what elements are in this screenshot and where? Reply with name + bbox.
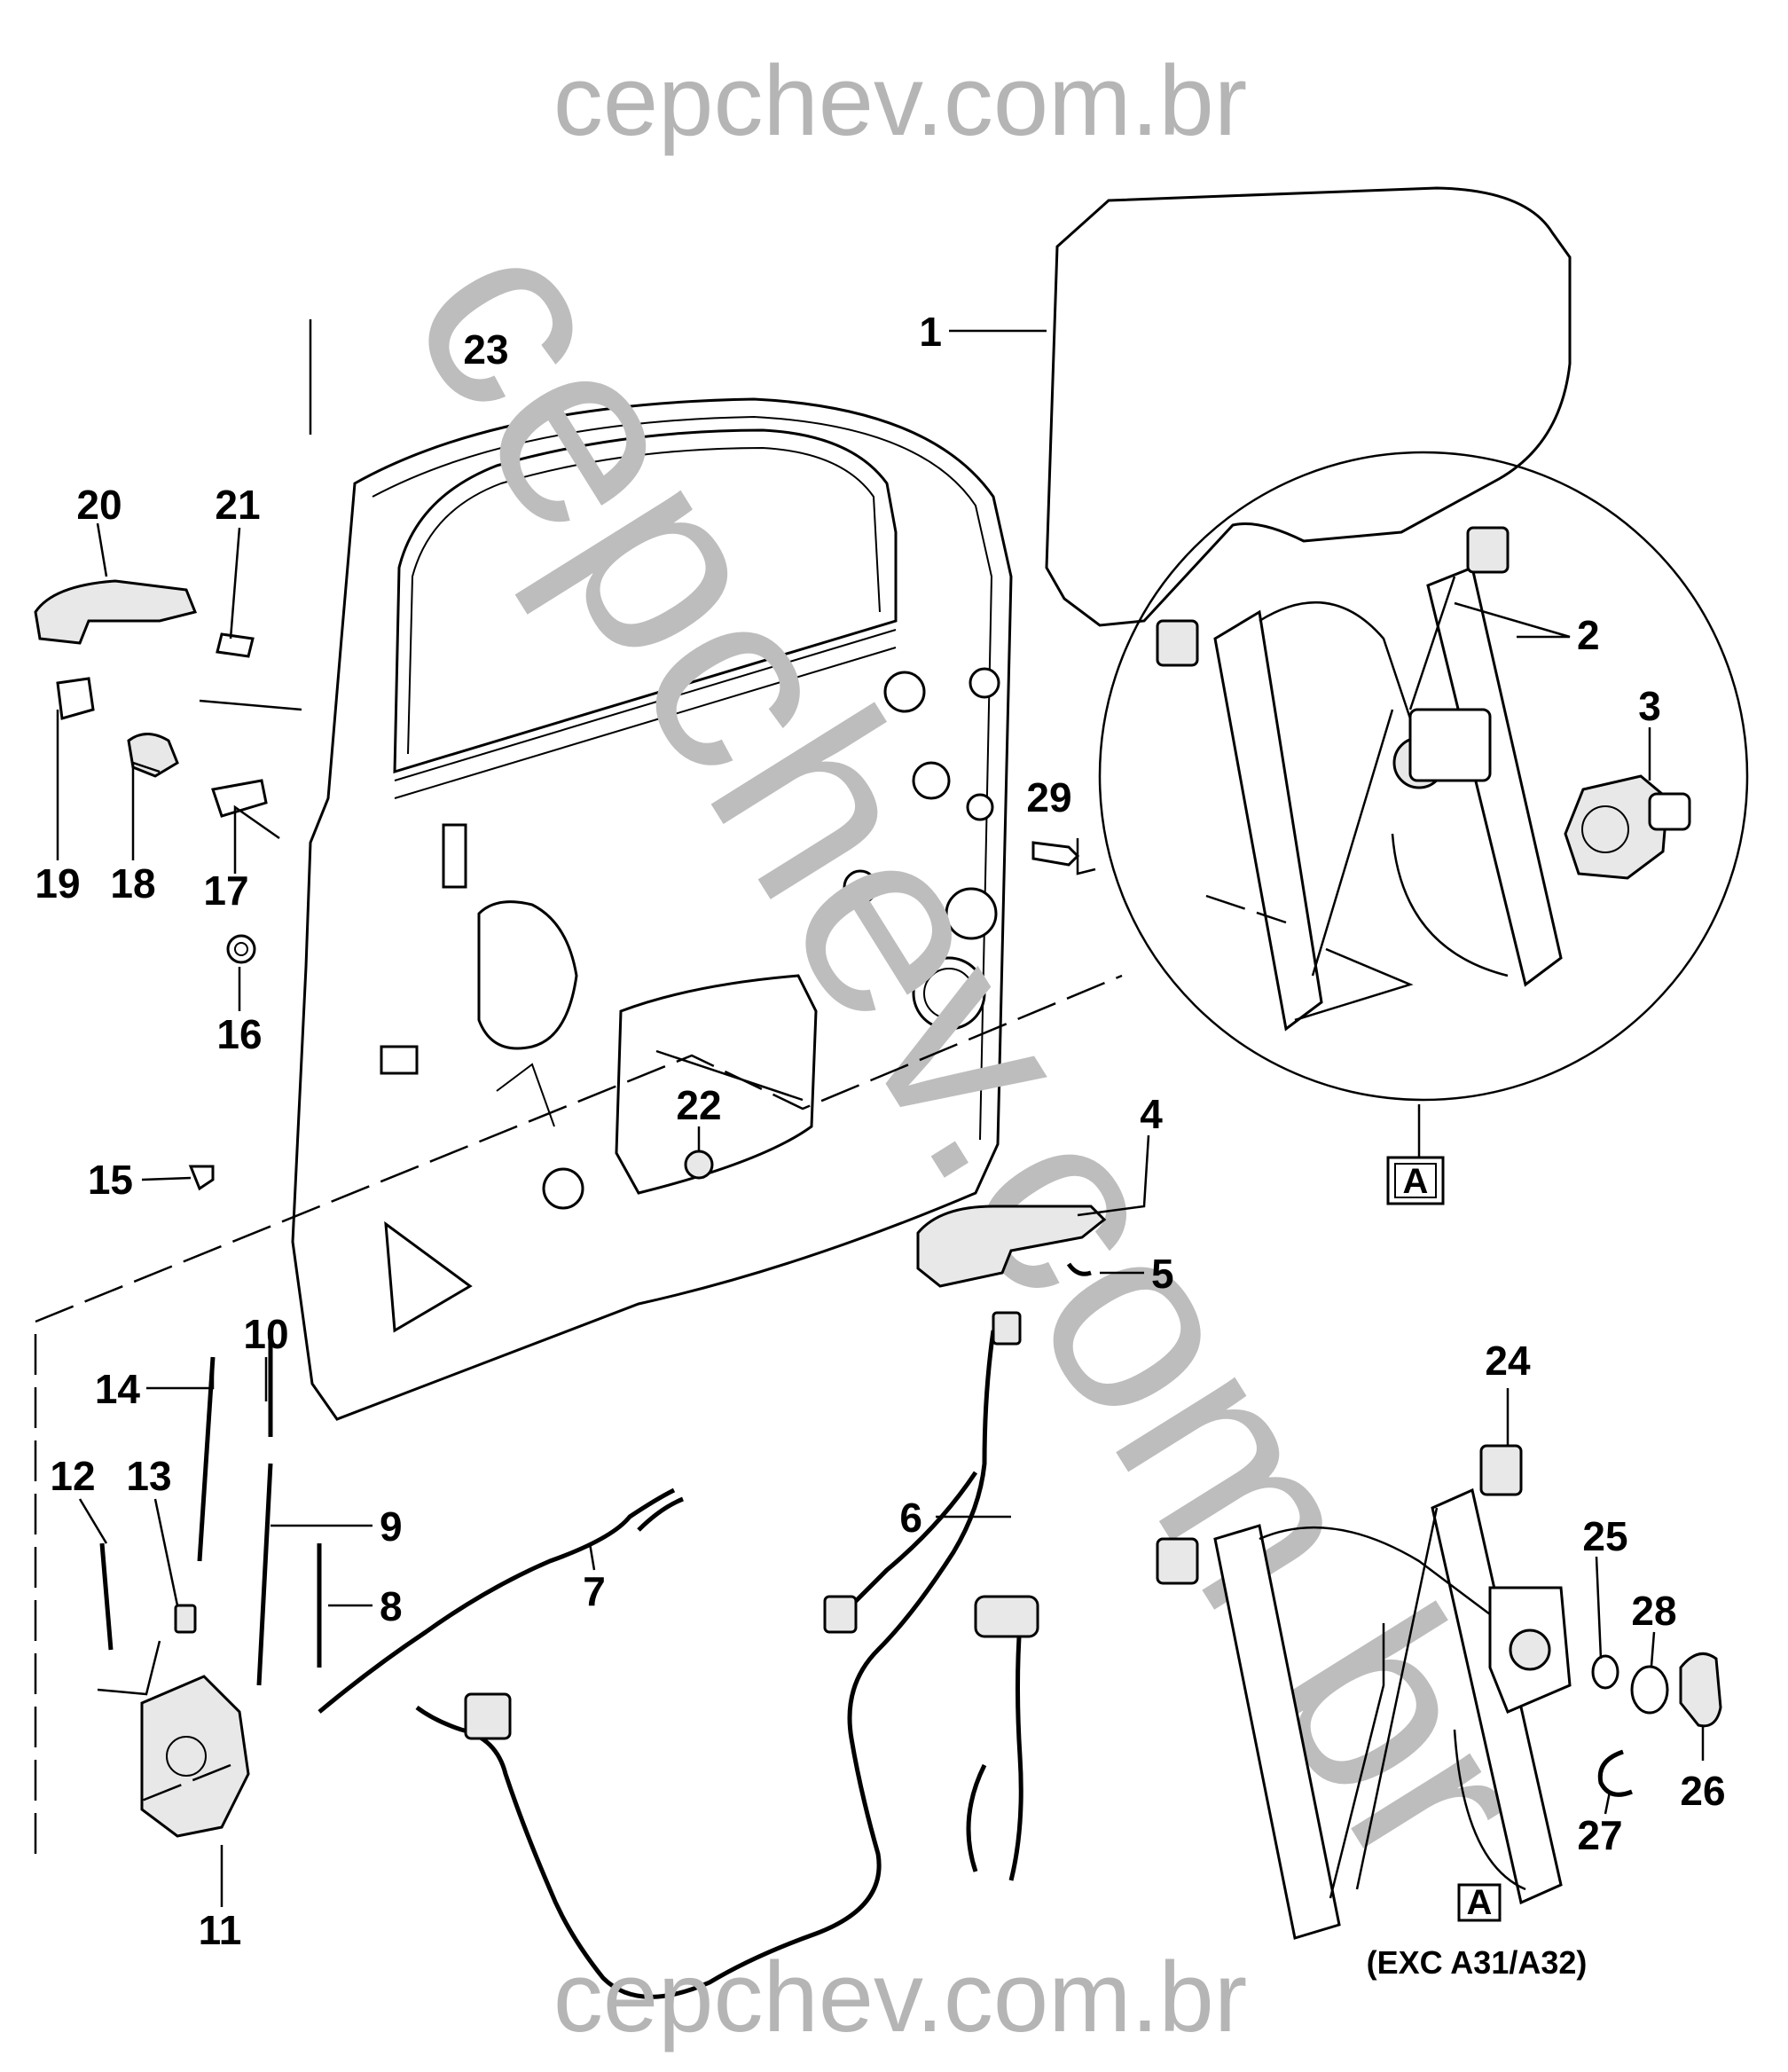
- latch-cable: [318, 1487, 676, 1714]
- inside-handle-4: [916, 1205, 1107, 1288]
- callout-14: 14: [95, 1366, 141, 1412]
- callout-2: 2: [1577, 612, 1600, 658]
- callout-12: 12: [50, 1453, 95, 1499]
- svg-text:A: A: [1467, 1883, 1493, 1922]
- callout-18: 18: [110, 860, 155, 906]
- leader-lines: [56, 319, 1705, 1907]
- bezel-19: [56, 677, 95, 720]
- wiring-harness: [415, 1330, 996, 1999]
- detail-circle-a: [1098, 451, 1749, 1102]
- callout-3: 3: [1638, 683, 1661, 729]
- outside-handle: [34, 579, 198, 645]
- watermark-top: cepchev.com.br: [553, 45, 1247, 156]
- callout-1: 1: [919, 309, 942, 355]
- callout-29: 29: [1026, 774, 1071, 820]
- pin-29: [1031, 841, 1080, 867]
- callout-21: 21: [215, 482, 260, 528]
- callout-17: 17: [203, 867, 248, 914]
- callout-16: 16: [216, 1011, 262, 1057]
- clip-13: [174, 1604, 197, 1634]
- manual-regulator: [1156, 1444, 1722, 1940]
- gasket-17: [211, 779, 268, 818]
- door-latch: [140, 1675, 250, 1838]
- grommet-16: [226, 934, 256, 964]
- rod-14: [197, 1356, 216, 1562]
- callout-13: 13: [126, 1453, 171, 1499]
- callout-19: 19: [35, 860, 80, 906]
- variant-note: (EXC A31/A32): [1367, 1944, 1588, 1981]
- callout-24: 24: [1485, 1338, 1531, 1384]
- detail-box-a: A: [1386, 1156, 1445, 1205]
- callout-11: 11: [199, 1907, 242, 1953]
- callout-25: 25: [1582, 1513, 1627, 1559]
- svg-text:A: A: [1403, 1162, 1429, 1201]
- callout-5: 5: [1151, 1251, 1174, 1297]
- callout-6: 6: [899, 1495, 922, 1541]
- watermark-bottom: cepchev.com.br: [553, 1942, 1247, 2052]
- callout-22: 22: [676, 1082, 721, 1128]
- door-shell: [291, 397, 1013, 1421]
- callout-4: 4: [1140, 1091, 1163, 1137]
- callout-labels: 1 2 3 4 5 6 7 8 9 10 11 12 13 14 15 16 1…: [35, 309, 1725, 1953]
- callout-7: 7: [583, 1568, 606, 1614]
- callout-8: 8: [380, 1583, 403, 1629]
- callout-27: 27: [1577, 1812, 1622, 1858]
- callout-26: 26: [1680, 1768, 1725, 1814]
- clip-5: [1066, 1262, 1092, 1276]
- nut-22: [684, 1150, 714, 1180]
- door-glass: [1045, 186, 1572, 627]
- callout-15: 15: [88, 1157, 133, 1203]
- rod-9: [256, 1463, 273, 1686]
- callout-9: 9: [380, 1503, 403, 1550]
- clip-21: [216, 632, 255, 658]
- callout-20: 20: [76, 482, 122, 528]
- callout-10: 10: [243, 1311, 288, 1357]
- screw-15: [188, 1165, 215, 1191]
- detail-box-a-bottom: A: [1457, 1883, 1502, 1922]
- rod-12: [99, 1542, 114, 1651]
- callout-28: 28: [1631, 1588, 1676, 1634]
- callout-23: 23: [463, 326, 508, 373]
